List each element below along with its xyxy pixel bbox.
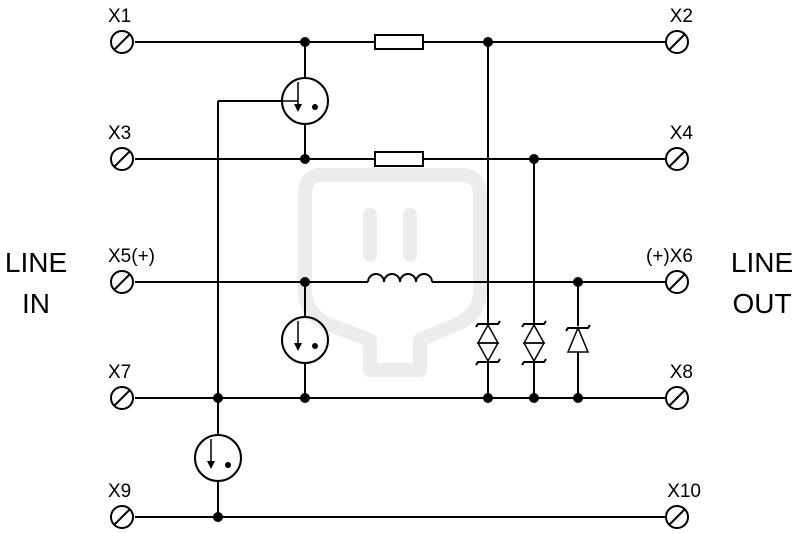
terminal-screw-x10 bbox=[665, 505, 689, 529]
terminal-screw-x6 bbox=[665, 270, 689, 294]
terminal-label-x5: X5(+) bbox=[108, 246, 155, 267]
line-out-label-bottom: OUT bbox=[732, 288, 791, 319]
terminal-label-x7: X7 bbox=[108, 362, 131, 383]
terminal-label-x9: X9 bbox=[108, 481, 131, 502]
tvs-diode-bidirectional-2 bbox=[521, 320, 547, 366]
terminal-screw-x7 bbox=[110, 386, 134, 410]
tvs-diode-bidirectional-1 bbox=[475, 320, 501, 366]
terminal-screw-x3 bbox=[110, 147, 134, 171]
terminal-screw-x8 bbox=[665, 386, 689, 410]
terminal-label-x3: X3 bbox=[108, 123, 131, 144]
terminal-label-x6: (+)X6 bbox=[646, 246, 693, 267]
tvs-diode-unidirectional bbox=[565, 324, 591, 353]
line-in-label-bottom: IN bbox=[22, 288, 50, 319]
line-in-label-top: LINE bbox=[5, 247, 67, 278]
terminal-label-x2: X2 bbox=[670, 6, 693, 27]
watermark-logo-icon bbox=[298, 168, 487, 377]
inductor-l1 bbox=[367, 273, 433, 283]
terminal-label-x4: X4 bbox=[670, 123, 694, 144]
gas-discharge-tube-1 bbox=[281, 77, 329, 125]
resistor-r1 bbox=[374, 34, 424, 50]
terminal-label-x10: X10 bbox=[667, 481, 701, 502]
terminal-label-x8: X8 bbox=[670, 362, 693, 383]
terminal-screw-x5 bbox=[110, 270, 134, 294]
gas-discharge-tube-3 bbox=[194, 434, 242, 482]
resistor-r2 bbox=[374, 151, 424, 167]
gas-discharge-tube-2 bbox=[281, 316, 329, 364]
line-out-label-top: LINE bbox=[731, 247, 793, 278]
terminal-screw-x1 bbox=[110, 30, 134, 54]
terminal-screw-x9 bbox=[110, 505, 134, 529]
terminal-screw-x4 bbox=[665, 147, 689, 171]
terminal-label-x1: X1 bbox=[108, 6, 131, 27]
wires bbox=[135, 41, 665, 518]
junction-dots bbox=[213, 37, 583, 522]
terminal-screw-x2 bbox=[665, 30, 689, 54]
